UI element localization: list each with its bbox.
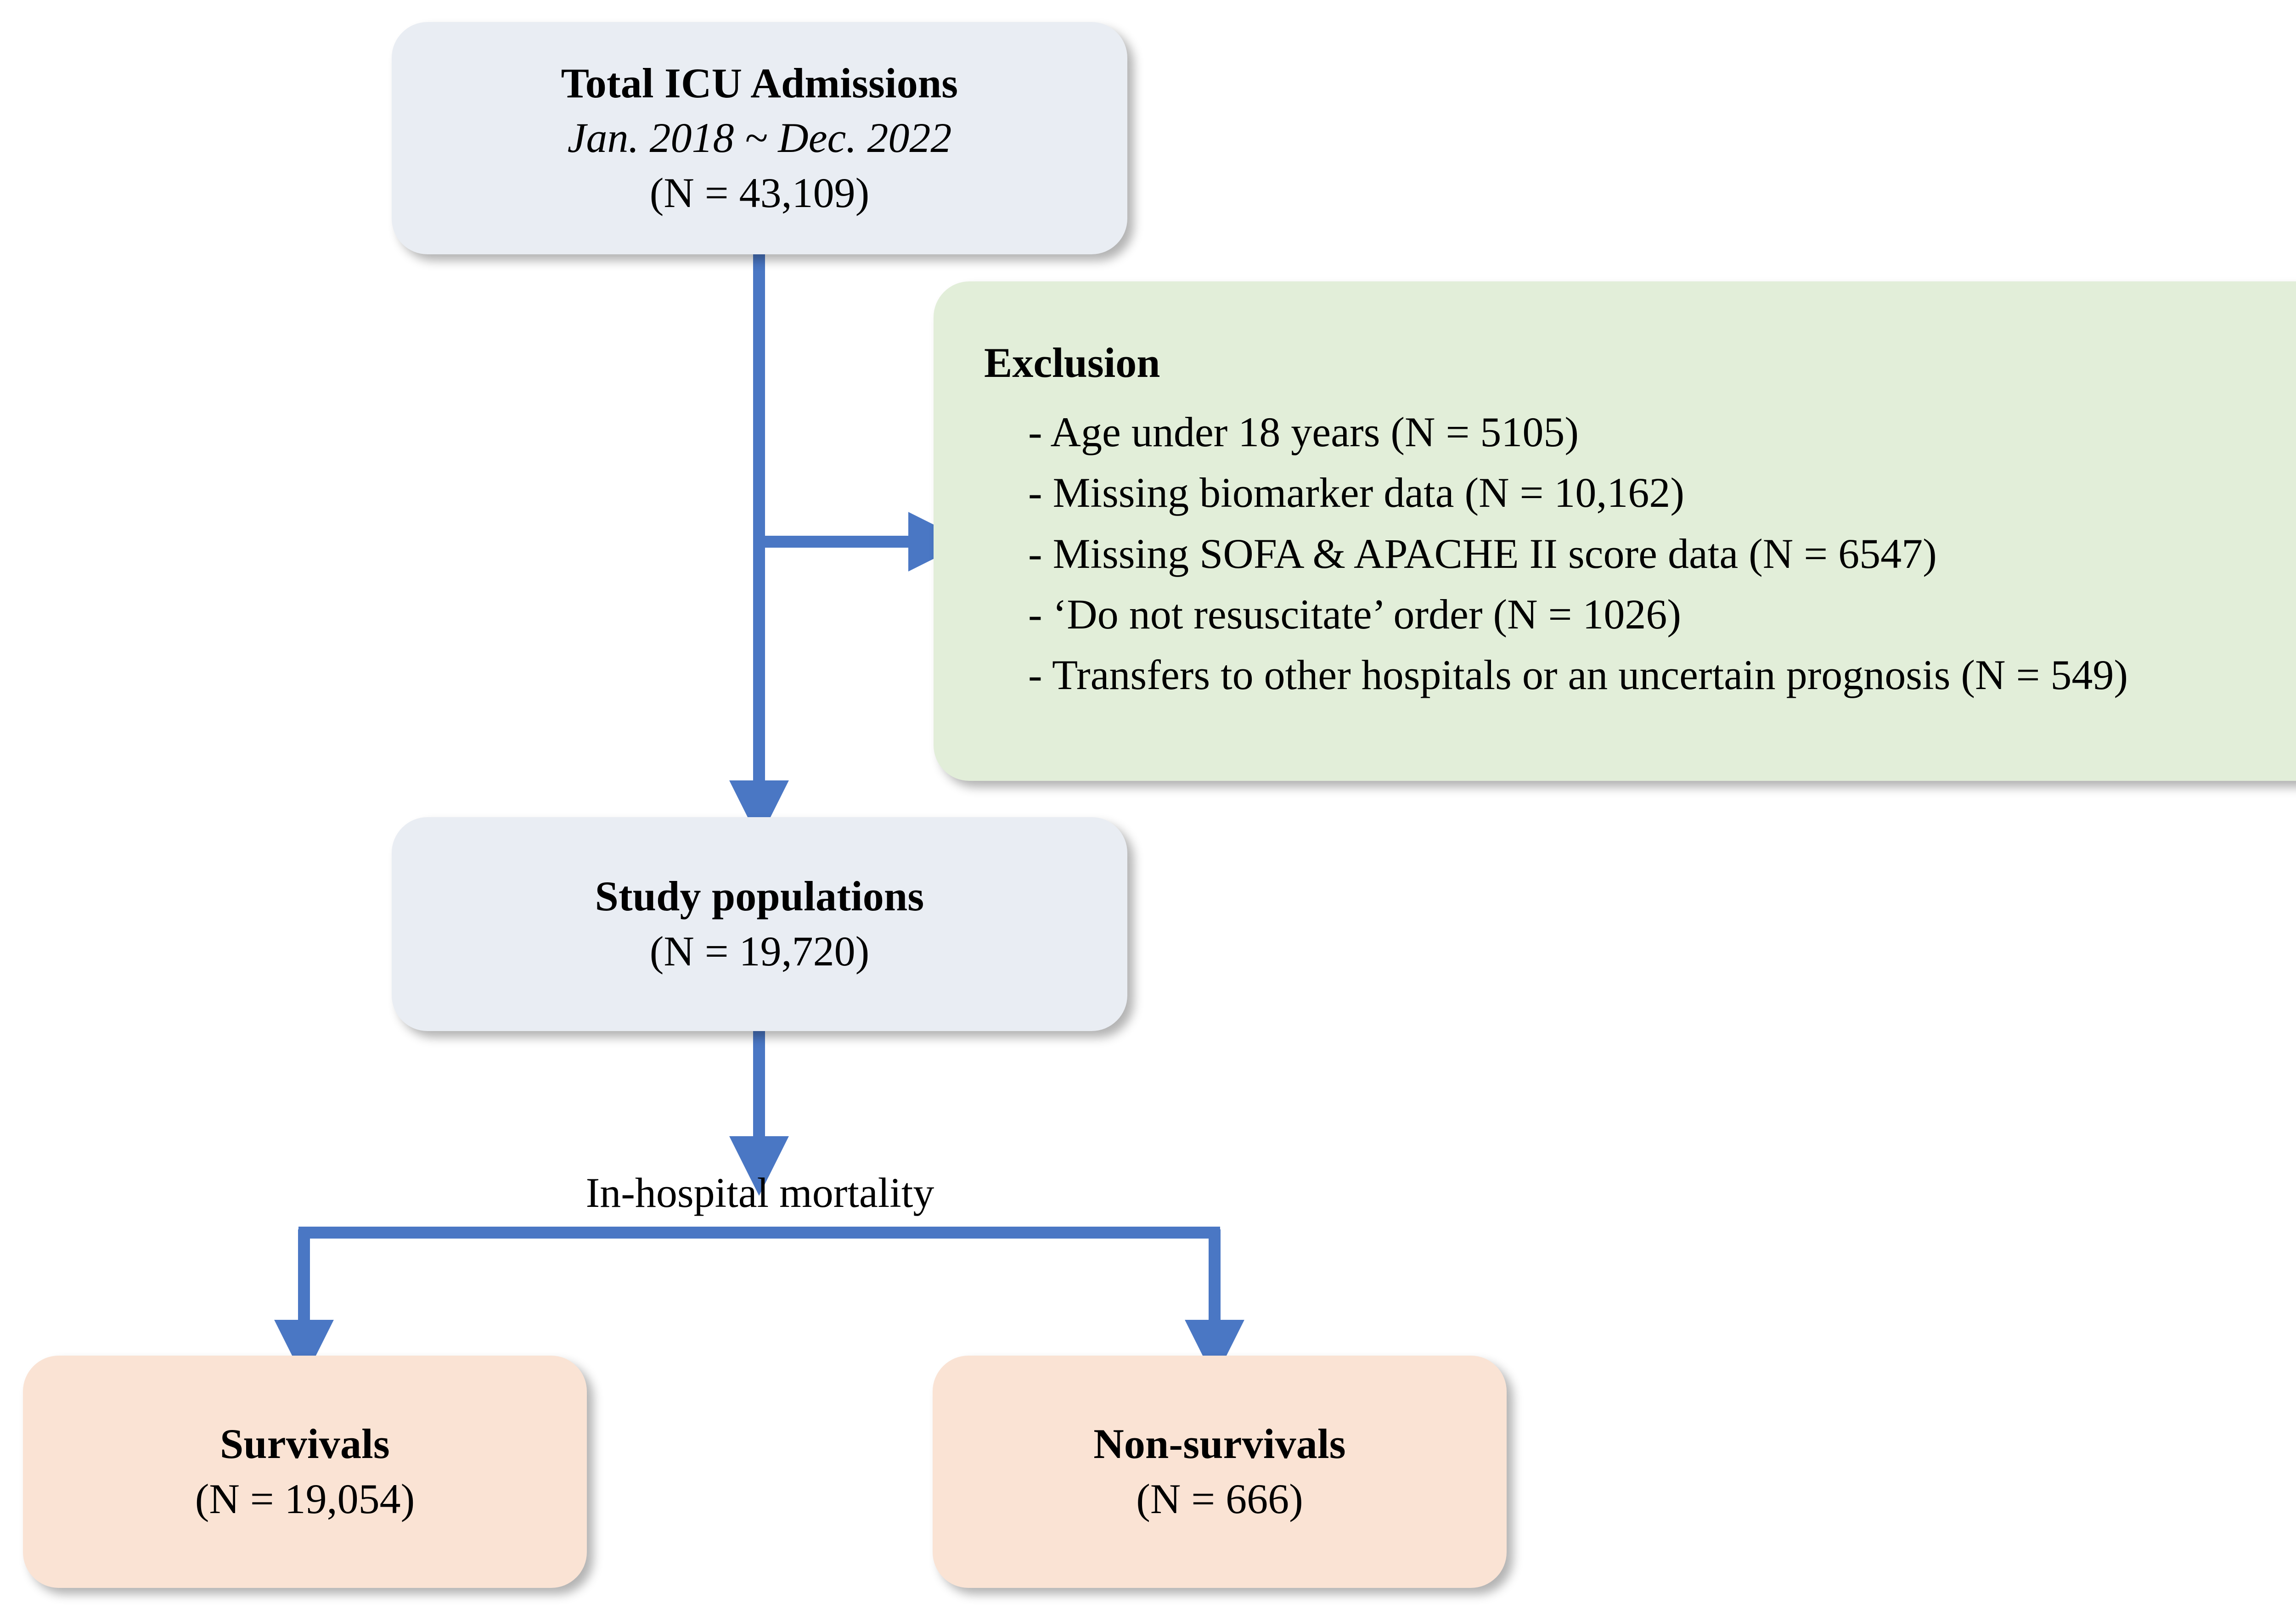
exclusion-title: Exclusion [984,339,1160,386]
list-item: - ‘Do not resuscitate’ order (N = 1026) [1028,591,1682,638]
study-populations-count: (N = 19,720) [649,928,870,975]
list-item: - Age under 18 years (N = 5105) [1028,408,1579,455]
node-total-icu-admissions: Total ICU Admissions Jan. 2018 ~ Dec. 20… [392,22,1127,254]
total-admissions-period: Jan. 2018 ~ Dec. 2022 [567,114,952,162]
node-survivals: Survivals (N = 19,054) [23,1356,587,1588]
non-survivals-title: Non-survivals [1093,1420,1346,1468]
node-non-survivals: Non-survivals (N = 666) [933,1356,1507,1588]
survivals-count: (N = 19,054) [195,1475,415,1522]
list-item: - Transfers to other hospitals or an unc… [1028,651,2128,699]
non-survivals-count: (N = 666) [1136,1475,1303,1522]
list-item: - Missing biomarker data (N = 10,162) [1028,469,1685,516]
exclusion-list: - Age under 18 years (N = 5105) - Missin… [984,402,2128,706]
edge-label-in-hospital-mortality: In-hospital mortality [585,1169,934,1216]
node-exclusion: Exclusion - Age under 18 years (N = 5105… [934,281,2296,781]
total-admissions-title: Total ICU Admissions [561,59,958,107]
list-item: - Missing SOFA & APACHE II score data (N… [1028,530,1937,577]
node-study-populations: Study populations (N = 19,720) [392,817,1127,1031]
study-populations-title: Study populations [595,873,924,920]
total-admissions-count: (N = 43,109) [649,169,870,216]
survivals-title: Survivals [220,1420,390,1468]
